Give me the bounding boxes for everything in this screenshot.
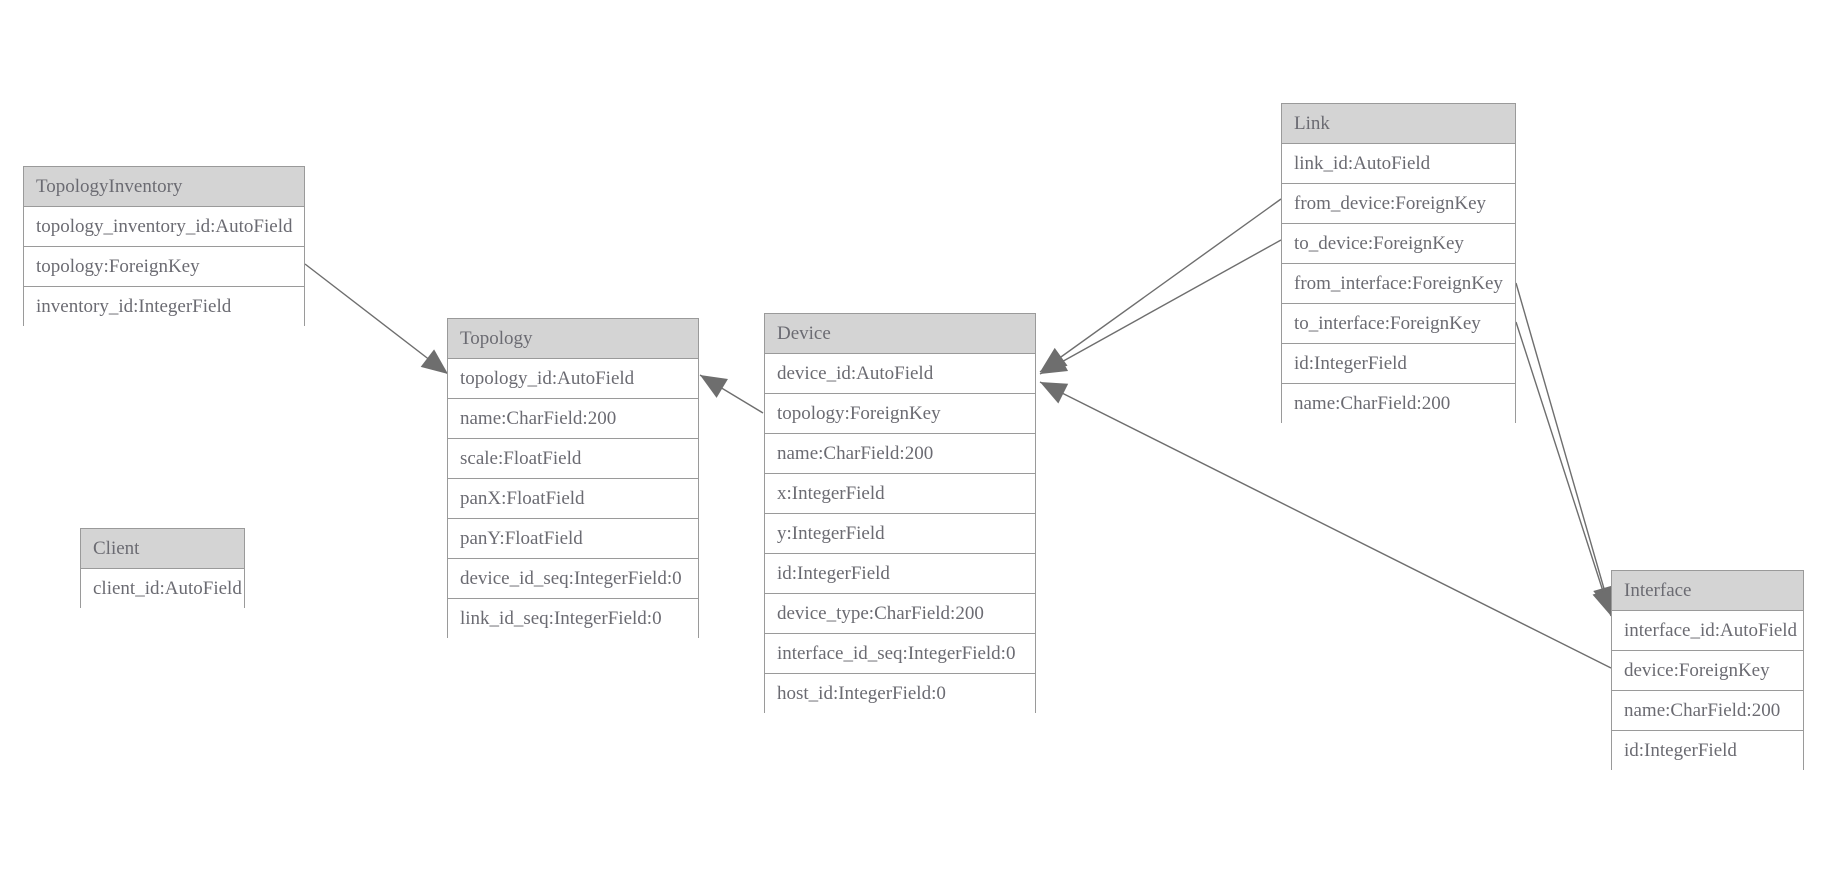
edge-link-interface-from [1515,282,1615,614]
entity-field-row[interactable]: name:CharField:200 [448,399,698,439]
edge-arrowhead-icon [1040,347,1068,372]
entity-field-row[interactable]: name:CharField:200 [1612,691,1803,731]
entity-field-row[interactable]: x:IntegerField [765,474,1035,514]
edge-line [1515,321,1612,617]
entity-title-client: Client [81,529,244,569]
edge-link-interface-to [1515,321,1614,617]
entity-field-row[interactable]: id:IntegerField [1282,344,1515,384]
entity-field-row[interactable]: client_id:AutoField [81,569,244,609]
entity-field-row[interactable]: id:IntegerField [1612,731,1803,771]
entity-field-row[interactable]: device:ForeignKey [1612,651,1803,691]
entity-title-topology_inventory: TopologyInventory [24,167,304,207]
edge-arrowhead-icon [1040,351,1069,374]
edge-line [1039,198,1282,373]
edge-line [1039,239,1282,375]
entity-field-row[interactable]: name:CharField:200 [1282,384,1515,424]
entity-field-row[interactable]: scale:FloatField [448,439,698,479]
edge-line [699,374,764,414]
entity-title-link: Link [1282,104,1515,144]
entity-field-row[interactable]: topology_inventory_id:AutoField [24,207,304,247]
entity-field-row[interactable]: name:CharField:200 [765,434,1035,474]
entity-field-row[interactable]: host_id:IntegerField:0 [765,674,1035,714]
entity-field-row[interactable]: from_interface:ForeignKey [1282,264,1515,304]
entity-field-row[interactable]: id:IntegerField [765,554,1035,594]
entity-title-device: Device [765,314,1035,354]
entity-field-row[interactable]: topology_id:AutoField [448,359,698,399]
entity-field-row[interactable]: device_id_seq:IntegerField:0 [448,559,698,599]
entity-field-row[interactable]: interface_id_seq:IntegerField:0 [765,634,1035,674]
entity-field-row[interactable]: to_interface:ForeignKey [1282,304,1515,344]
edge-link-device-to [1039,239,1282,375]
entity-field-row[interactable]: y:IntegerField [765,514,1035,554]
entity-field-row[interactable]: topology:ForeignKey [765,394,1035,434]
edge-line [1039,381,1612,669]
entity-field-row[interactable]: from_device:ForeignKey [1282,184,1515,224]
edge-topologyinventory-topology [304,263,449,375]
entity-field-row[interactable]: to_device:ForeignKey [1282,224,1515,264]
entity-field-row[interactable]: inventory_id:IntegerField [24,287,304,327]
edge-line [1515,282,1612,614]
entity-field-row[interactable]: link_id_seq:IntegerField:0 [448,599,698,639]
entity-field-row[interactable]: panX:FloatField [448,479,698,519]
edge-link-device-from [1039,198,1282,373]
edge-arrowhead-icon [1040,382,1069,404]
edge-device-topology [699,374,764,414]
entity-field-row[interactable]: link_id:AutoField [1282,144,1515,184]
entity-field-row[interactable]: panY:FloatField [448,519,698,559]
entity-field-row[interactable]: topology:ForeignKey [24,247,304,287]
entity-field-row[interactable]: interface_id:AutoField [1612,611,1803,651]
entity-title-topology: Topology [448,319,698,359]
entity-field-row[interactable]: device_id:AutoField [765,354,1035,394]
entity-title-interface: Interface [1612,571,1803,611]
entity-field-row[interactable]: device_type:CharField:200 [765,594,1035,634]
edge-line [304,263,449,375]
edge-arrowhead-icon [700,375,728,398]
